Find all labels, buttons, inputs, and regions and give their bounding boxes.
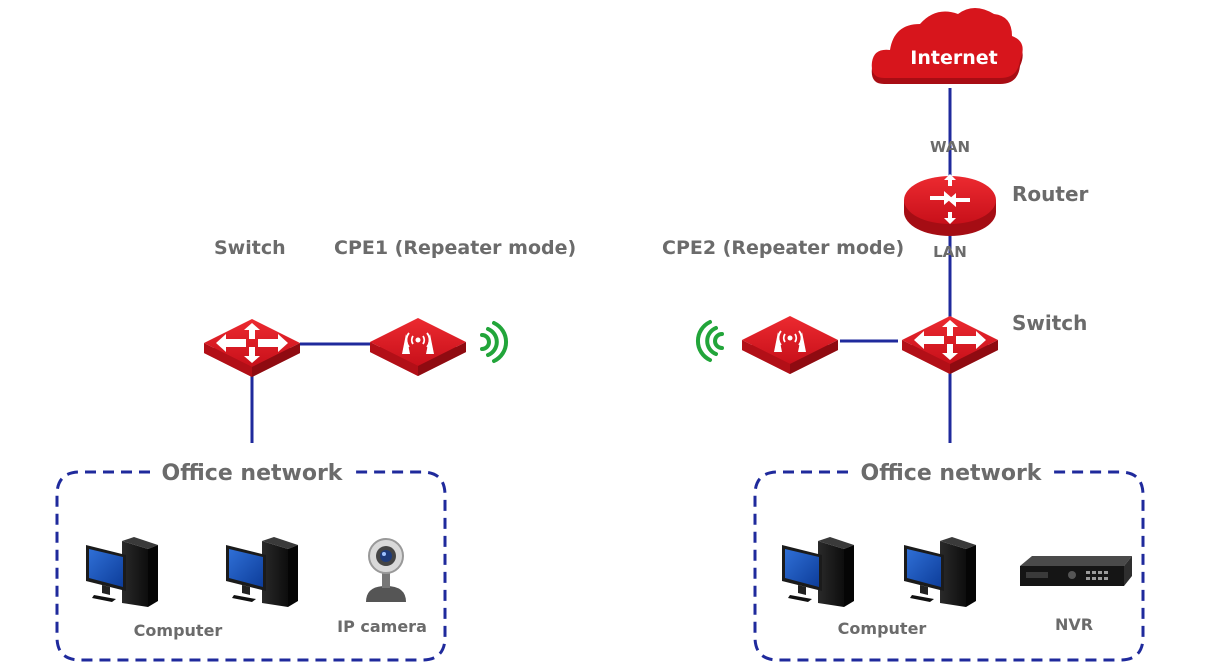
ip-camera-icon: [366, 538, 406, 602]
right-office-network: Office network Computer NVR: [753, 461, 1145, 662]
left-computer-label: Computer: [134, 621, 223, 640]
internet-cloud: Internet: [871, 8, 1023, 84]
right-office-boundary: [753, 470, 1145, 662]
cpe1-label: CPE1 (Repeater mode): [334, 237, 576, 259]
router-icon: [904, 174, 996, 236]
left-switch-label: Switch: [214, 237, 286, 259]
left-office-network: Office network Computer IP camera: [55, 461, 447, 662]
cloud-icon: [871, 8, 1023, 84]
right-computer-label: Computer: [838, 619, 927, 638]
wan-label: WAN: [930, 138, 970, 156]
right-office-label: Office network: [861, 461, 1043, 486]
computer-icon: [226, 537, 298, 607]
right-switch-icon: [902, 316, 998, 374]
left-network: Switch CPE1 (Repeater mode): [204, 237, 576, 377]
nvr-label: NVR: [1055, 615, 1093, 634]
cpe2-label: CPE2 (Repeater mode): [662, 237, 904, 259]
computer-icon: [86, 537, 158, 607]
internet-label: Internet: [910, 47, 997, 69]
left-office-label: Office network: [162, 461, 344, 486]
right-network: CPE2 (Repeater mode) Switch: [662, 237, 1087, 374]
left-office-boundary: [55, 470, 447, 662]
left-switch-icon: [204, 319, 300, 377]
computer-icon: [904, 537, 976, 607]
router: WAN Router LAN: [904, 138, 1089, 261]
ip-camera-label: IP camera: [337, 617, 427, 636]
nvr-icon: [1020, 556, 1132, 586]
cpe1-icon: [370, 318, 466, 376]
connections: [250, 88, 952, 443]
lan-label: LAN: [933, 243, 967, 261]
wifi-signal-icon: [480, 321, 508, 363]
right-switch-label: Switch: [1012, 311, 1087, 335]
cpe2-icon: [742, 316, 838, 374]
wifi-signal-icon: [696, 320, 724, 362]
router-label: Router: [1012, 182, 1089, 206]
computer-icon: [782, 537, 854, 607]
